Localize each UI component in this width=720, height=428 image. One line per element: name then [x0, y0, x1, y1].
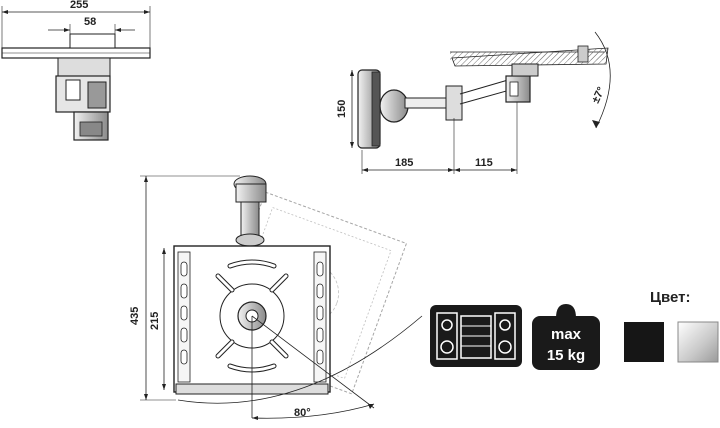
weight-max: max [551, 326, 582, 343]
color-label: Цвет: [650, 289, 691, 306]
dim-top-width: 255 [70, 0, 88, 11]
weight-icon: max 15 kg [532, 304, 600, 370]
top-view: 255 58 [1, 0, 151, 141]
front-view: 435 215 [129, 175, 423, 420]
weight-value: 15 kg [547, 347, 585, 364]
dim-top-inner: 58 [84, 16, 96, 28]
av-equipment-icon [430, 305, 522, 367]
dim-arm-1: 185 [395, 157, 413, 169]
dim-arm-2: 115 [475, 157, 493, 169]
dim-plate-height: 215 [149, 312, 161, 330]
dim-side-height: 150 [336, 100, 348, 118]
side-view: ±7° 150 185 115 [336, 31, 611, 174]
swatch-silver [677, 321, 719, 363]
dim-front-height: 435 [129, 307, 141, 325]
dim-tilt: ±7° [590, 85, 608, 105]
dim-swivel: 80° [294, 407, 311, 419]
swatch-black [624, 322, 664, 362]
